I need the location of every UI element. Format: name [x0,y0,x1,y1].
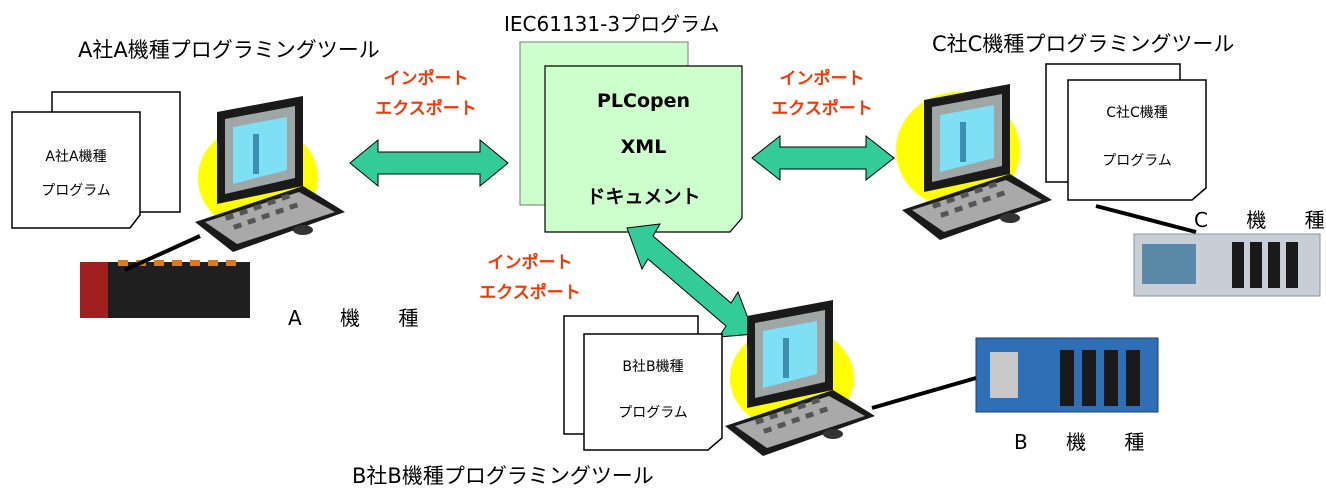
machine-c-label: C 機 種 [1194,208,1325,232]
doc-b-line-2: プログラム [618,405,688,421]
io-b-export: エクスポート [479,283,581,303]
plcopen-xml-doc [544,65,743,233]
plc-device-c [1095,204,1321,297]
laptop-b [725,300,875,456]
program-doc-a [11,91,181,229]
xml-doc-line-1: PLCopen [596,90,691,112]
doc-b-line-1: B社B機種 [622,359,684,375]
io-b-import: インポート [487,253,573,273]
laptop-c [896,84,1052,240]
io-a-export: エクスポート [375,99,477,119]
arrow-a-xml [349,138,509,188]
io-c-import: インポート [779,69,865,89]
doc-a-line-2: プログラム [41,183,111,199]
xml-doc-line-3: ドキュメント [586,186,701,208]
center-title: IEC61131-3プログラム [504,12,720,36]
doc-c-line-2: プログラム [1102,153,1172,169]
tool-a-title: A社A機種プログラミングツール [78,38,380,62]
io-a-import: インポート [383,69,469,89]
tool-c-title: C社C機種プログラミングツール [932,32,1235,56]
program-doc-b [563,315,723,451]
plc-device-b [871,337,1159,413]
machine-b-label: B 機 種 [1014,430,1161,454]
plc-device-a [80,234,250,318]
laptop-a [195,96,345,252]
tool-b-title: B社B機種プログラミングツール [352,464,654,488]
doc-c-line-1: C社C機種 [1106,105,1168,121]
machine-a-label: A 機 種 [288,306,435,330]
xml-doc-line-2: XML [620,136,667,158]
doc-a-line-1: A社A機種 [45,149,107,165]
program-doc-c [1045,63,1207,201]
arrow-xml-c [751,134,895,182]
io-c-export: エクスポート [771,99,873,119]
